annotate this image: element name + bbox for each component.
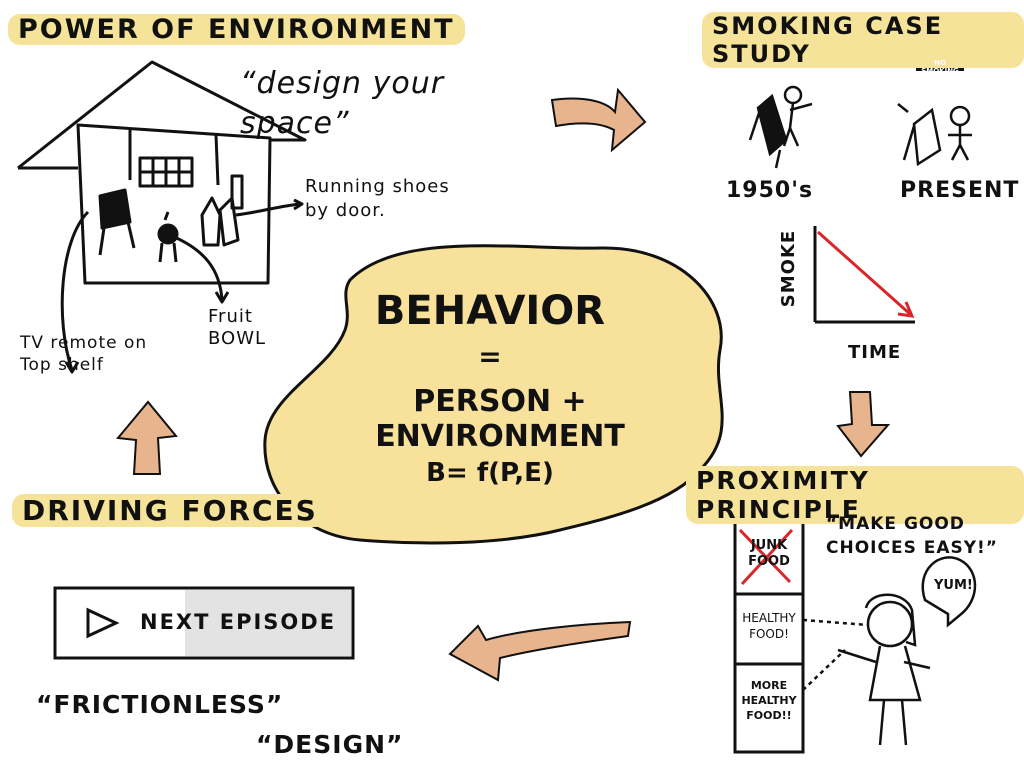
- graph-y-axis-label: SMOKE: [778, 229, 800, 308]
- smoking-figures: [748, 85, 972, 169]
- woman-figure: [802, 556, 977, 746]
- title-power-of-environment: POWER OF ENVIRONMENT: [8, 14, 465, 45]
- next-episode-button-shape: [53, 586, 355, 660]
- quote-design: “DESIGN”: [256, 730, 404, 759]
- no-smoking-sign: NO SMOKING: [921, 59, 959, 75]
- arrow-to-driving: [448, 620, 632, 682]
- arrow-to-smoking: [550, 87, 647, 153]
- quote-design-your-space: “design your space”: [240, 66, 445, 141]
- center-equation: PERSON + ENVIRONMENT: [375, 384, 625, 454]
- center-formula: B= f(P,E): [426, 458, 554, 488]
- label-fruit-bowl: Fruit BOWL: [208, 306, 267, 349]
- label-1950s: 1950's: [726, 178, 814, 203]
- shelf-healthy-food: HEALTHY FOOD!: [742, 611, 796, 641]
- house-drawing: [17, 60, 307, 374]
- shelf-junk-food: JUNK FOOD: [748, 538, 790, 569]
- quote-frictionless: “FRICTIONLESS”: [36, 690, 284, 719]
- central-blob: [263, 244, 724, 545]
- title-driving-forces: DRIVING FORCES: [12, 494, 328, 527]
- quote-make-good-choices: “MAKE GOOD CHOICES EASY!”: [826, 514, 998, 558]
- next-episode-label[interactable]: NEXT EPISODE: [140, 610, 337, 634]
- arrow-up: [116, 400, 178, 475]
- label-tv-remote: TV remote on Top shelf: [20, 333, 148, 375]
- label-present: PRESENT: [900, 178, 1020, 203]
- arrow-down: [836, 391, 891, 458]
- label-running-shoes: Running shoes by door.: [305, 176, 450, 221]
- center-equals: =: [478, 340, 502, 373]
- graph-x-axis-label: TIME: [848, 342, 902, 363]
- shelf-more-healthy-food: MORE HEALTHY FOOD!!: [741, 679, 797, 722]
- speech-yum: YUM!: [934, 578, 973, 593]
- title-smoking-case-study: SMOKING CASE STUDY: [702, 12, 1024, 68]
- smoke-graph: [813, 226, 915, 324]
- title-proximity-principle: PROXIMITY PRINCIPLE: [686, 466, 1024, 524]
- center-behavior: BEHAVIOR: [374, 288, 606, 334]
